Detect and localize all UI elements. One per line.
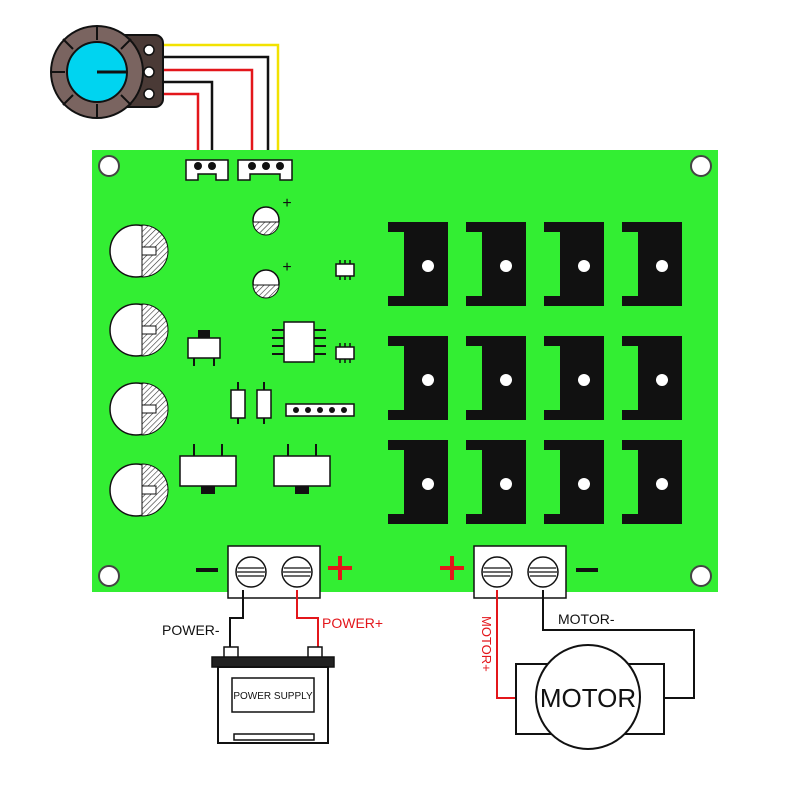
label-motor-minus: MOTOR- xyxy=(558,611,615,627)
mosfet-2-4 xyxy=(622,336,682,420)
mosfet-1-4 xyxy=(622,222,682,306)
wire-motor-plus xyxy=(496,590,520,699)
pot-pin-1 xyxy=(143,44,155,56)
large-capacitors xyxy=(109,224,169,517)
switch-left xyxy=(179,444,237,494)
large-capacitor-1 xyxy=(109,224,169,278)
wire-black-1 xyxy=(150,55,270,165)
label-power-plus: POWER+ xyxy=(322,615,383,631)
mount-hole-bl xyxy=(98,565,120,587)
terminal-power xyxy=(227,545,321,599)
motor-label: MOTOR xyxy=(540,683,636,713)
potentiometer xyxy=(50,25,164,119)
mosfet-1-2 xyxy=(466,222,526,306)
small-capacitor-2 xyxy=(252,269,280,299)
terminal-motor xyxy=(473,545,567,599)
power-minus-sign xyxy=(196,568,218,572)
mount-hole-br xyxy=(690,565,712,587)
power-plus-sign xyxy=(328,556,352,580)
motor-body xyxy=(535,644,641,750)
sot-chip-2 xyxy=(335,343,355,363)
label-motor-plus: MOTOR+ xyxy=(479,616,494,672)
mount-hole-tr xyxy=(690,155,712,177)
connector-3pin xyxy=(237,159,293,181)
large-capacitor-4 xyxy=(109,463,169,517)
mosfet-2-3 xyxy=(544,336,604,420)
pot-wires xyxy=(150,43,280,165)
label-power-minus: POWER- xyxy=(162,622,220,638)
mosfet-3-4 xyxy=(622,440,682,524)
mount-hole-tl xyxy=(98,155,120,177)
motor-minus-sign xyxy=(576,568,598,572)
mosfet-3-3 xyxy=(544,440,604,524)
wire-power-minus xyxy=(229,590,244,655)
connector-2pin xyxy=(185,159,229,181)
mosfet-3-2 xyxy=(466,440,526,524)
wire-power-plus xyxy=(296,590,319,655)
power-supply-label: POWER SUPPLY xyxy=(233,691,313,702)
large-capacitor-3 xyxy=(109,382,169,436)
mosfet-grid xyxy=(388,222,682,524)
mosfet-1-3 xyxy=(544,222,604,306)
capacitor-plus-2: + xyxy=(282,259,291,276)
pot-pin-3 xyxy=(143,88,155,100)
power-supply: POWER SUPPLY xyxy=(211,646,335,744)
pin-header xyxy=(285,403,355,417)
wire-red-2 xyxy=(150,92,200,165)
resistor-2 xyxy=(256,382,272,424)
resistor-1 xyxy=(230,382,246,424)
mosfet-2-2 xyxy=(466,336,526,420)
switch-right xyxy=(273,444,331,494)
wire-red-1 xyxy=(150,68,254,165)
motor: MOTOR xyxy=(515,644,665,750)
wire-yellow xyxy=(150,43,280,165)
large-capacitor-2 xyxy=(109,303,169,357)
wire-black-2 xyxy=(150,80,214,165)
main-ic xyxy=(272,321,326,363)
capacitor-plus-1: + xyxy=(282,195,291,212)
mosfet-3-1 xyxy=(388,440,448,524)
pot-pin-2 xyxy=(143,66,155,78)
wire-motor-minus xyxy=(542,590,695,699)
mosfet-2-1 xyxy=(388,336,448,420)
mosfet-1-1 xyxy=(388,222,448,306)
motor-plus-sign xyxy=(440,556,464,580)
transistor-small xyxy=(187,330,221,366)
sot-chip-1 xyxy=(335,260,355,280)
small-capacitor-1 xyxy=(252,206,280,236)
